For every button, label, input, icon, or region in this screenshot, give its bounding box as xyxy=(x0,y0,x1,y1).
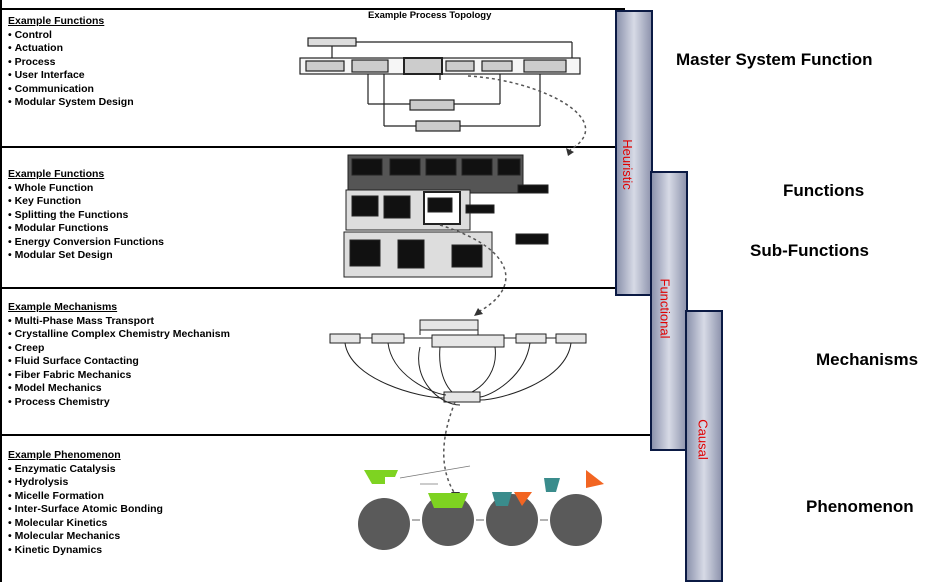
list-item: Control xyxy=(8,29,134,43)
causal-label: Causal xyxy=(695,419,711,460)
list-item: Energy Conversion Functions xyxy=(8,236,164,250)
level-functions: Functions xyxy=(783,181,865,200)
list-item: Enzymatic Catalysis xyxy=(8,463,163,477)
list-item: Molecular Kinetics xyxy=(8,517,163,531)
section-title: Example Phenomenon xyxy=(8,449,121,461)
list-item: Modular System Design xyxy=(8,96,134,110)
list-item: Actuation xyxy=(8,42,134,56)
list-item: Micelle Formation xyxy=(8,490,163,504)
list-item: Communication xyxy=(8,83,134,97)
list-item: Crystalline Complex Chemistry Mechanism xyxy=(8,328,230,342)
list-item: Inter-Surface Atomic Bonding xyxy=(8,503,163,517)
list-item: Model Mechanics xyxy=(8,382,230,396)
list-item: Splitting the Functions xyxy=(8,209,164,223)
heuristic-bar: Heuristic xyxy=(615,10,653,296)
level-sub-functions: Sub-Functions xyxy=(750,241,869,260)
list-item: Key Function xyxy=(8,195,164,209)
list-item: Molecular Mechanics xyxy=(8,530,163,544)
level-mechanisms: Mechanisms xyxy=(816,350,919,369)
link-arrow-1 xyxy=(467,75,587,151)
enzyme-illustration xyxy=(358,465,604,550)
list-item: Creep xyxy=(8,342,230,356)
list-item: Multi-Phase Mass Transport xyxy=(8,315,230,329)
band-divider-3 xyxy=(0,434,695,436)
list-item: Modular Set Design xyxy=(8,249,164,263)
list-item: Fluid Surface Contacting xyxy=(8,355,230,369)
list-item: Whole Function xyxy=(8,182,164,196)
list-item: Fiber Fabric Mechanics xyxy=(8,369,230,383)
list-item: User Interface xyxy=(8,69,134,83)
section-functions: Example Functions Whole Function Key Fun… xyxy=(8,168,164,263)
section-phenomenon: Example Phenomenon Enzymatic Catalysis H… xyxy=(8,449,163,557)
functional-label: Functional xyxy=(657,278,673,339)
band-divider-1 xyxy=(0,146,625,148)
link-arrow-3 xyxy=(443,401,456,495)
left-border xyxy=(0,0,2,582)
functional-bar: Functional xyxy=(650,171,688,451)
level-phenomenon: Phenomenon xyxy=(806,497,914,516)
section-title: Example Mechanisms xyxy=(8,301,118,313)
mechanism-network xyxy=(329,319,587,406)
list-item: Process Chemistry xyxy=(8,396,230,410)
topology-title: Example Process Topology xyxy=(368,10,492,21)
list-item: Modular Functions xyxy=(8,222,164,236)
function-blocks xyxy=(343,154,549,278)
level-master-system-function: Master System Function xyxy=(676,50,873,69)
causal-bar: Causal xyxy=(685,310,723,582)
heuristic-label: Heuristic xyxy=(619,139,635,190)
section-master-functions: Example Functions Control Actuation Proc… xyxy=(8,15,134,110)
list-item: Hydrolysis xyxy=(8,476,163,490)
band-divider-top xyxy=(0,8,625,10)
list-item: Process xyxy=(8,56,134,70)
section-mechanisms: Example Mechanisms Multi-Phase Mass Tran… xyxy=(8,301,230,409)
section-title: Example Functions xyxy=(8,15,105,27)
section-title: Example Functions xyxy=(8,168,105,180)
process-topology xyxy=(299,37,581,132)
list-item: Kinetic Dynamics xyxy=(8,544,163,558)
link-arrow-2 xyxy=(439,224,507,313)
band-divider-2 xyxy=(0,287,660,289)
